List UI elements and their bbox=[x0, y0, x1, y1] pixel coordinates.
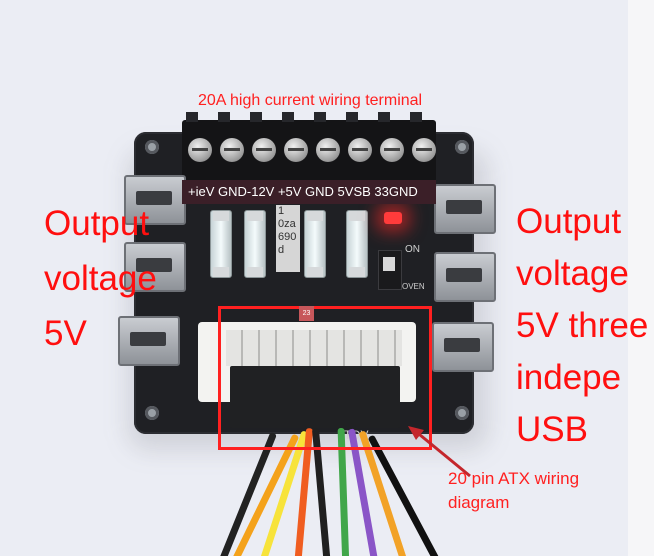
atx-highlight-box bbox=[218, 306, 432, 450]
right-output-label: Output voltage 5V three indepe USB bbox=[516, 202, 649, 449]
terminal-screw bbox=[348, 138, 372, 162]
usb-port bbox=[434, 184, 496, 234]
fuse bbox=[346, 210, 368, 278]
fuse-label: 1 0za 690 d bbox=[276, 205, 300, 272]
usb-port bbox=[124, 175, 186, 225]
terminal-post bbox=[186, 112, 198, 122]
terminal-screw bbox=[412, 138, 436, 162]
mounting-hole bbox=[455, 406, 469, 420]
atx-pin-row bbox=[226, 330, 402, 366]
left-output-label: Output voltage 5V bbox=[44, 204, 157, 353]
fuse bbox=[244, 210, 266, 278]
usb-port bbox=[124, 242, 186, 292]
terminal-post bbox=[378, 112, 390, 122]
power-switch bbox=[378, 250, 402, 290]
mounting-hole bbox=[145, 140, 159, 154]
terminal-post bbox=[314, 112, 326, 122]
fuse bbox=[304, 210, 326, 278]
usb-port bbox=[432, 322, 494, 372]
mounting-hole bbox=[455, 140, 469, 154]
terminal-post bbox=[346, 112, 358, 122]
terminal-title: 20A high current wiring terminal bbox=[198, 92, 423, 109]
power-led bbox=[384, 212, 402, 224]
usb-port bbox=[434, 252, 496, 302]
terminal-screw bbox=[220, 138, 244, 162]
switch-on-label: ON bbox=[405, 244, 420, 255]
terminal-post bbox=[218, 112, 230, 122]
atx-plug bbox=[230, 366, 400, 428]
atx-diagram-label: 20 pin ATX wiring diagram bbox=[448, 469, 580, 512]
terminal-screw bbox=[252, 138, 276, 162]
usb-port bbox=[118, 316, 180, 366]
terminal-screw bbox=[316, 138, 340, 162]
terminal-screw bbox=[380, 138, 404, 162]
terminal-labels: +ieV GND-12V +5V GND 5VSB 33GND bbox=[182, 180, 436, 204]
mounting-hole bbox=[145, 406, 159, 420]
fuse bbox=[210, 210, 232, 278]
background-panel bbox=[628, 0, 654, 556]
terminal-screw bbox=[284, 138, 308, 162]
switch-oven-label: OVEN bbox=[402, 282, 425, 291]
terminal-post bbox=[250, 112, 262, 122]
pin-marker: 23 bbox=[299, 306, 314, 321]
terminal-screw bbox=[188, 138, 212, 162]
terminal-post bbox=[410, 112, 422, 122]
terminal-post bbox=[282, 112, 294, 122]
